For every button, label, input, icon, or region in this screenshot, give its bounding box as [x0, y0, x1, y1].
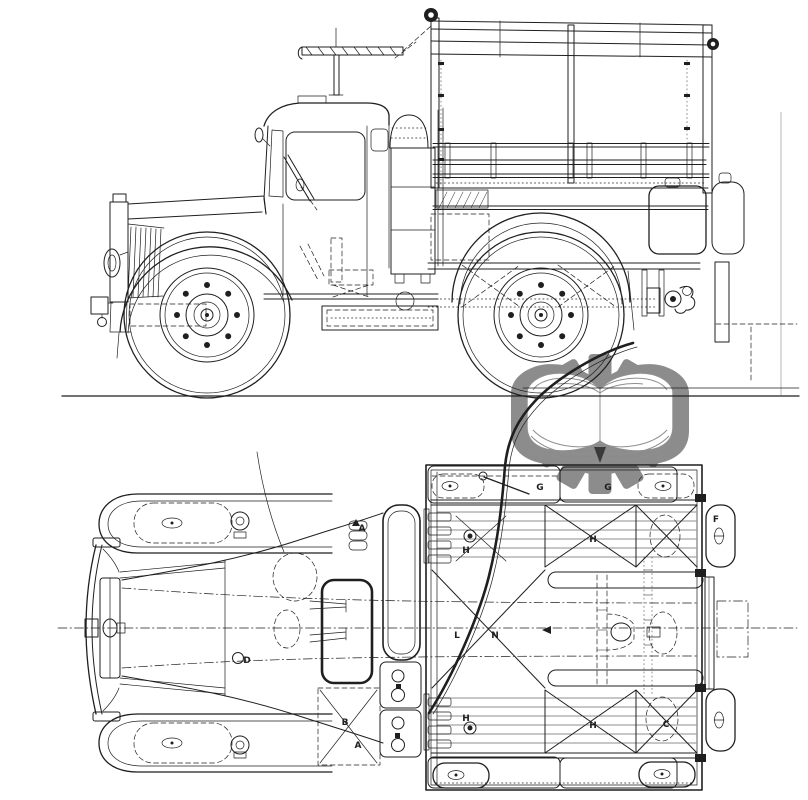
chassis-frame — [427, 262, 701, 308]
front-axle-hidden — [129, 303, 207, 327]
callout-letter-H: H — [462, 714, 470, 724]
callout-letter-C: C — [663, 720, 670, 730]
toolbox-step — [321, 305, 439, 331]
fuel-tank — [648, 177, 707, 255]
hood-side — [127, 195, 267, 220]
front-bumper-side — [90, 296, 114, 327]
stowed-mast — [427, 341, 638, 715]
callout-letter-H: H — [589, 721, 597, 731]
tailgate-plan — [704, 576, 749, 690]
bed-corner-tires — [431, 473, 696, 789]
callout-letter-G: G — [604, 483, 611, 493]
front-tire-hidden — [133, 502, 233, 544]
callout-letter-L: L — [454, 631, 460, 641]
hood-plan — [121, 451, 698, 744]
behind-cab-stowage — [389, 107, 444, 311]
lifting-eye-icon — [424, 8, 719, 50]
steering-linkage — [309, 599, 347, 643]
quarter-window — [370, 128, 389, 152]
engine-hidden — [273, 609, 301, 649]
callout-letter-B: B — [342, 718, 349, 728]
lower-left-cross-brace — [317, 687, 381, 766]
rear-step-hidden — [715, 323, 798, 384]
callout-layer: G G H H H H C F L N D A B A — [243, 483, 719, 751]
steering-wheel — [283, 154, 318, 211]
callout-letter-G: G — [536, 483, 543, 493]
floor-planks-lower — [436, 697, 697, 744]
bench-stowage-hidden — [596, 556, 661, 695]
radiator-plan — [99, 561, 226, 695]
watermark-logo — [511, 354, 689, 494]
stowage-hatch-lid — [320, 578, 374, 685]
callout-letter-F: F — [713, 515, 719, 525]
aerial-mount — [348, 520, 368, 551]
callout-letter-A: A — [359, 524, 366, 534]
triangle-up-marker — [352, 519, 360, 526]
arrow-left-marker — [542, 626, 551, 634]
front-tire-hidden — [133, 722, 233, 764]
cab — [254, 95, 439, 331]
front-wheel — [123, 231, 291, 399]
front-bumper-plan — [84, 537, 121, 722]
plan-view — [57, 341, 798, 791]
headlamps-plan — [230, 511, 250, 759]
callout-letter-H: H — [589, 535, 597, 545]
tailgate-hinge-marks — [695, 494, 706, 762]
callout-letter-A: A — [355, 741, 362, 751]
bed-side-panel — [430, 182, 709, 261]
jerry-can-boxes — [379, 661, 422, 758]
side-view — [61, 8, 800, 399]
rear-wheels-plan — [705, 504, 736, 752]
front-fenders-plan — [98, 493, 333, 773]
cross-brace-panels — [431, 504, 698, 754]
callout-letter-D: D — [243, 656, 250, 666]
engine-hidden — [272, 552, 318, 602]
hood-latch — [232, 652, 244, 664]
rear-wheel — [457, 231, 625, 399]
rear-fender — [451, 212, 635, 331]
roof-vent — [297, 95, 327, 104]
rear-view-mirror — [254, 127, 271, 147]
dropside-rails — [547, 571, 704, 687]
roof-rack — [297, 25, 432, 96]
radiator-grille — [109, 193, 165, 303]
door-window — [285, 131, 366, 201]
cargo-canopy-frame — [424, 8, 719, 194]
fastener-marks — [438, 62, 690, 161]
mud-flap — [714, 261, 730, 343]
windshield-frame-plan — [382, 504, 421, 661]
tow-frame-hidden — [716, 600, 749, 658]
callout-letter-H: H — [462, 546, 470, 556]
headlamp-side — [103, 248, 129, 278]
driver-seat — [299, 237, 374, 298]
floor-planks-upper — [436, 511, 697, 558]
open-book-icon — [511, 364, 689, 467]
spare-tank — [711, 172, 745, 255]
tow-pintle-hook — [641, 269, 696, 317]
callout-letter-N: N — [491, 631, 499, 641]
stake-rails — [432, 142, 710, 179]
hinge-combs — [423, 508, 477, 751]
cargo-bed-plan — [423, 464, 706, 791]
